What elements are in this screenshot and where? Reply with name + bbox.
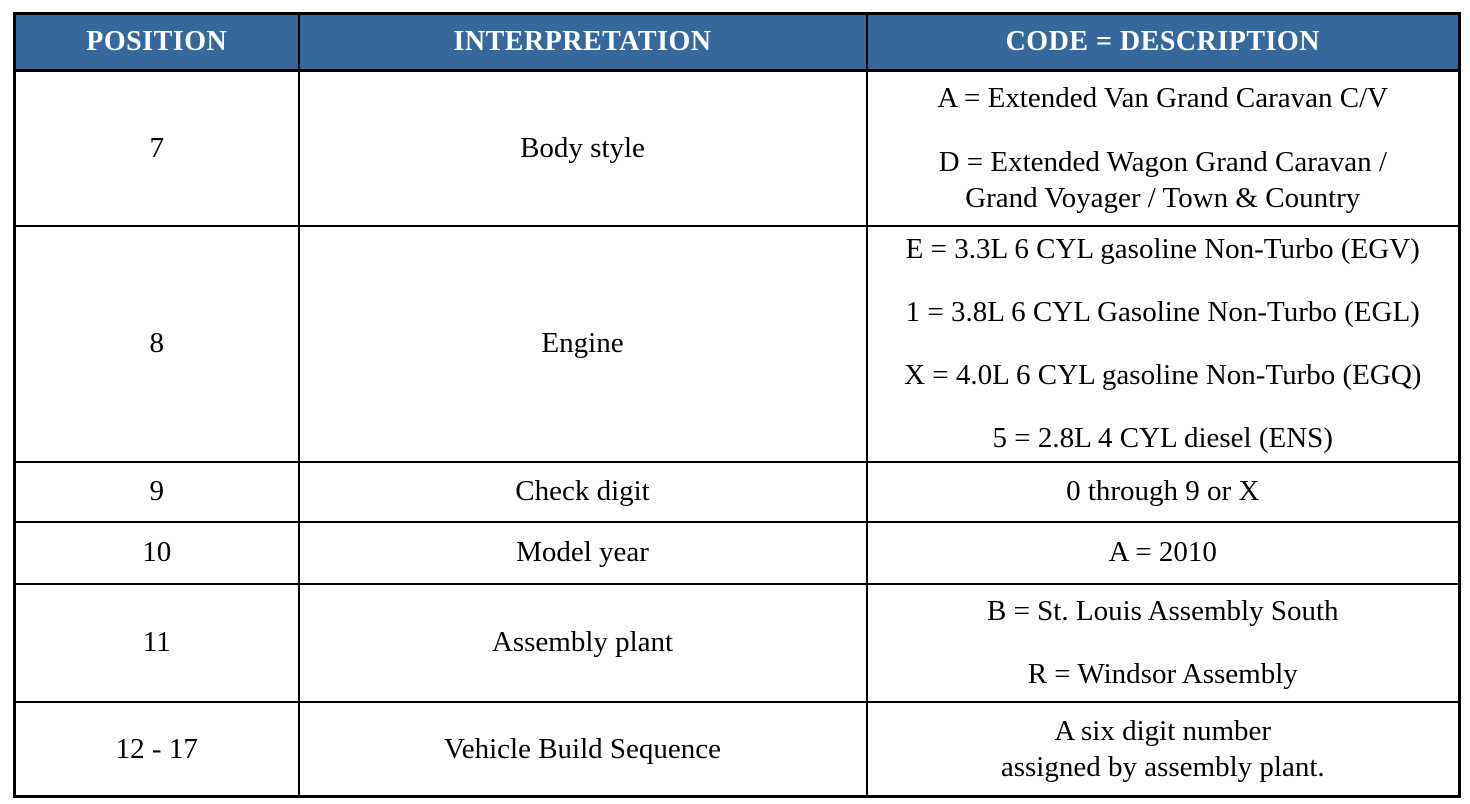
column-header-interpretation: INTERPRETATION: [297, 12, 868, 72]
code-line: B = St. Louis Assembly South: [986, 594, 1339, 627]
position-cell: 10: [13, 520, 300, 585]
code-line: A = Extended Van Grand Caravan C/V: [937, 82, 1389, 115]
table-row: 12 - 17 Vehicle Build Sequence A six dig…: [13, 700, 1461, 798]
position-cell: 9: [13, 460, 300, 523]
interpretation-cell: Model year: [297, 520, 868, 585]
code-line: E = 3.3L 6 CYL gasoline Non-Turbo (EGV): [905, 232, 1420, 265]
interpretation-cell: Engine: [297, 224, 868, 463]
code-line: R = Windsor Assembly: [1027, 658, 1298, 690]
code-line: 1 = 3.8L 6 CYL Gasoline Non-Turbo (EGL): [905, 295, 1420, 328]
code-line: A = 2010: [1108, 536, 1217, 569]
code-line: 5 = 2.8L 4 CYL diesel (ENS): [992, 422, 1333, 455]
codes-cell: A six digit number assigned by assembly …: [865, 700, 1461, 798]
code-line: X = 4.0L 6 CYL gasoline Non-Turbo (EGQ): [904, 359, 1422, 391]
table-row: 7 Body style A = Extended Van Grand Cara…: [13, 69, 1461, 227]
codes-cell: E = 3.3L 6 CYL gasoline Non-Turbo (EGV) …: [865, 224, 1461, 463]
position-cell: 7: [13, 69, 300, 227]
vin-position-table: POSITION INTERPRETATION CODE = DESCRIPTI…: [13, 12, 1461, 798]
codes-cell: A = 2010: [865, 520, 1461, 585]
table-row: 11 Assembly plant B = St. Louis Assembly…: [13, 582, 1461, 703]
code-line: A six digit number assigned by assembly …: [1000, 714, 1325, 783]
interpretation-cell: Check digit: [297, 460, 868, 523]
codes-cell: 0 through 9 or X: [865, 460, 1461, 523]
column-header-code-description: CODE = DESCRIPTION: [865, 12, 1461, 72]
interpretation-cell: Assembly plant: [297, 582, 868, 703]
interpretation-cell: Body style: [297, 69, 868, 227]
codes-cell: A = Extended Van Grand Caravan C/V D = E…: [865, 69, 1461, 227]
code-line: D = Extended Wagon Grand Caravan / Grand…: [938, 145, 1387, 214]
code-line: 0 through 9 or X: [1066, 475, 1260, 508]
interpretation-cell: Vehicle Build Sequence: [297, 700, 868, 798]
position-cell: 11: [13, 582, 300, 703]
column-header-position: POSITION: [13, 12, 300, 72]
table-row: 8 Engine E = 3.3L 6 CYL gasoline Non-Tur…: [13, 224, 1461, 463]
position-cell: 8: [13, 224, 300, 463]
table-header-row: POSITION INTERPRETATION CODE = DESCRIPTI…: [13, 12, 1461, 72]
position-cell: 12 - 17: [13, 700, 300, 798]
table-row: 9 Check digit 0 through 9 or X: [13, 460, 1461, 523]
table-row: 10 Model year A = 2010: [13, 520, 1461, 585]
codes-cell: B = St. Louis Assembly South R = Windsor…: [865, 582, 1461, 703]
